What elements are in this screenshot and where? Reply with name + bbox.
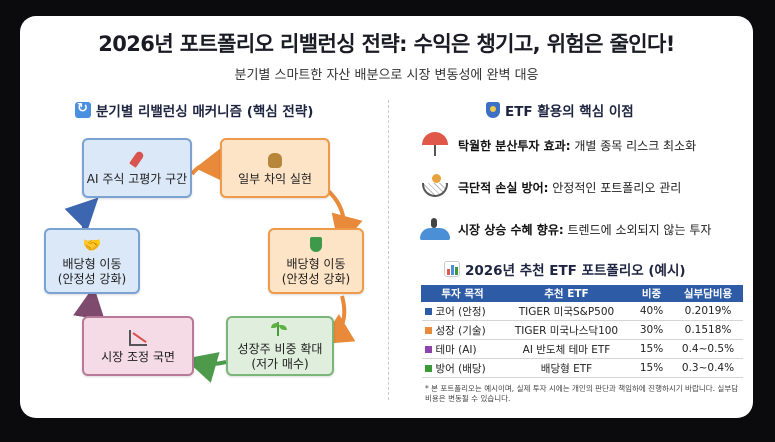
page-subtitle: 분기별 스마트한 자산 배분으로 시장 변동성에 완벽 대응 <box>234 68 539 83</box>
cell-cost: 0.3~0.4% <box>673 358 743 378</box>
etf-table-title: 2026년 추천 ETF 포트폴리오 (예시) <box>444 259 686 279</box>
header-etf: 추천 ETF <box>503 285 630 302</box>
cycle-step-move-dividend-right: 배당형 이동 (안정성 강화) <box>268 228 364 294</box>
section-divider <box>388 100 389 400</box>
cell-etf: AI 반도체 테마 ETF <box>503 339 630 359</box>
cell-etf: TIGER 미국나스닥100 <box>503 320 630 340</box>
table-row: 방어 (배당) 배당형 ETF 15% 0.3~0.4% <box>421 358 743 378</box>
cell-cost: 0.4~0.5% <box>673 339 743 359</box>
benefit-bold: 시장 상승 수혜 향유: <box>458 222 564 237</box>
purpose-text: 성장 (기술) <box>435 324 486 337</box>
cell-weight: 40% <box>629 301 674 321</box>
disclaimer-note: * 본 포트폴리오는 예시이며, 실제 투자 시에는 개인의 판단과 책임하에 … <box>425 384 739 404</box>
cycle-step-market-correction: 시장 조정 국면 <box>82 316 194 376</box>
shield-icon <box>304 235 328 255</box>
cycle-step-take-profit: 일부 차익 실현 <box>220 138 330 198</box>
cycle-step-label: 배당형 이동 (안정성 강화) <box>281 257 351 286</box>
cycle-step-growth-increase: 성장주 비중 확대 (저가 매수) <box>226 316 334 376</box>
header-purpose: 투자 목적 <box>421 285 504 302</box>
cycle-step-label: 성장주 비중 확대 (저가 매수) <box>237 342 323 371</box>
legend-square <box>424 326 432 334</box>
cycle-step-label: 배당형 이동 (안정성 강화) <box>57 257 127 286</box>
surfer-icon <box>420 216 450 242</box>
sprout-icon <box>268 320 292 340</box>
table-row: 테마 (AI) AI 반도체 테마 ETF 15% 0.4~0.5% <box>421 339 743 359</box>
umbrella-icon <box>420 132 450 158</box>
rocket-icon <box>125 149 149 170</box>
rebalancing-section-title: 분기별 리밸런싱 매커니즘 (핵심 전략) <box>75 100 313 120</box>
purpose-text: 코어 (안정) <box>435 305 486 318</box>
header-cost: 실부담비용 <box>673 285 743 302</box>
purpose-text: 테마 (AI) <box>435 343 477 356</box>
etf-benefits-label: ETF 활용의 핵심 이점 <box>505 104 634 120</box>
cycle-step-label: AI 주식 고평가 구간 <box>86 171 188 186</box>
benefit-text: 개별 종목 리스크 최소화 <box>570 138 697 153</box>
cycle-step-label: 시장 조정 국면 <box>101 349 175 364</box>
purpose-text: 방어 (배당) <box>435 362 486 375</box>
legend-square <box>424 307 432 315</box>
arrow-4 <box>184 352 227 383</box>
cycle-step-label: 일부 차익 실현 <box>238 171 312 186</box>
shield-icon <box>486 102 500 118</box>
bar-chart-icon <box>444 261 460 277</box>
etf-benefits-title: ETF 활용의 핵심 이점 <box>486 100 634 120</box>
table-row: 코어 (안정) TIGER 미국S&P500 40% 0.2019% <box>421 301 743 321</box>
cell-cost: 0.1518% <box>673 320 743 340</box>
cycle-step-move-dividend-left: 🤝 배당형 이동 (안정성 강화) <box>44 228 140 294</box>
arrow-1 <box>190 148 228 184</box>
cell-purpose: 코어 (안정) <box>421 301 504 321</box>
benefit-text: 안정적인 포트폴리오 관리 <box>548 180 682 195</box>
safety-net-icon <box>420 174 450 200</box>
cycle-step-ai-overvalued: AI 주식 고평가 구간 <box>82 138 192 198</box>
page-title: 2026년 포트폴리오 리밸런싱 전략: 수익은 챙기고, 위험은 줄인다! <box>98 32 675 56</box>
cell-weight: 15% <box>629 339 674 359</box>
infographic-card: 2026년 포트폴리오 리밸런싱 전략: 수익은 챙기고, 위험은 줄인다! 분… <box>20 16 753 418</box>
legend-square <box>424 345 432 353</box>
etf-portfolio-table: 투자 목적 추천 ETF 비중 실부담비용 코어 (안정) TIGER 미국S&… <box>421 285 743 378</box>
benefit-bold: 탁월한 분산투자 효과: <box>458 138 571 153</box>
etf-table-label: 2026년 추천 ETF 포트폴리오 (예시) <box>465 263 686 279</box>
legend-square <box>424 364 432 372</box>
cell-weight: 30% <box>629 320 674 340</box>
cell-cost: 0.2019% <box>673 301 743 321</box>
cell-weight: 15% <box>629 358 674 378</box>
benefit-text: 트렌드에 소외되지 않는 투자 <box>563 222 712 237</box>
cell-purpose: 방어 (배당) <box>421 358 504 378</box>
cell-etf: 배당형 ETF <box>503 358 630 378</box>
money-bag-icon <box>263 150 287 170</box>
benefit-item-market-upside: 시장 상승 수혜 향유: 트렌드에 소외되지 않는 투자 <box>420 216 711 242</box>
cell-purpose: 성장 (기술) <box>421 320 504 340</box>
header-weight: 비중 <box>629 285 674 302</box>
down-chart-icon <box>126 328 150 348</box>
handshake-icon: 🤝 <box>82 236 102 254</box>
cycle-icon <box>75 101 91 118</box>
benefit-bold: 극단적 손실 방어: <box>458 180 549 195</box>
benefit-item-loss-defense: 극단적 손실 방어: 안정적인 포트폴리오 관리 <box>420 174 681 200</box>
benefit-item-diversification: 탁월한 분산투자 효과: 개별 종목 리스크 최소화 <box>420 132 696 158</box>
table-row: 성장 (기술) TIGER 미국나스닥100 30% 0.1518% <box>421 320 743 340</box>
table-header-row: 투자 목적 추천 ETF 비중 실부담비용 <box>421 285 743 302</box>
cell-purpose: 테마 (AI) <box>421 339 504 359</box>
cell-etf: TIGER 미국S&P500 <box>503 301 630 321</box>
rebalancing-section-label: 분기별 리밸런싱 매커니즘 (핵심 전략) <box>96 104 314 120</box>
